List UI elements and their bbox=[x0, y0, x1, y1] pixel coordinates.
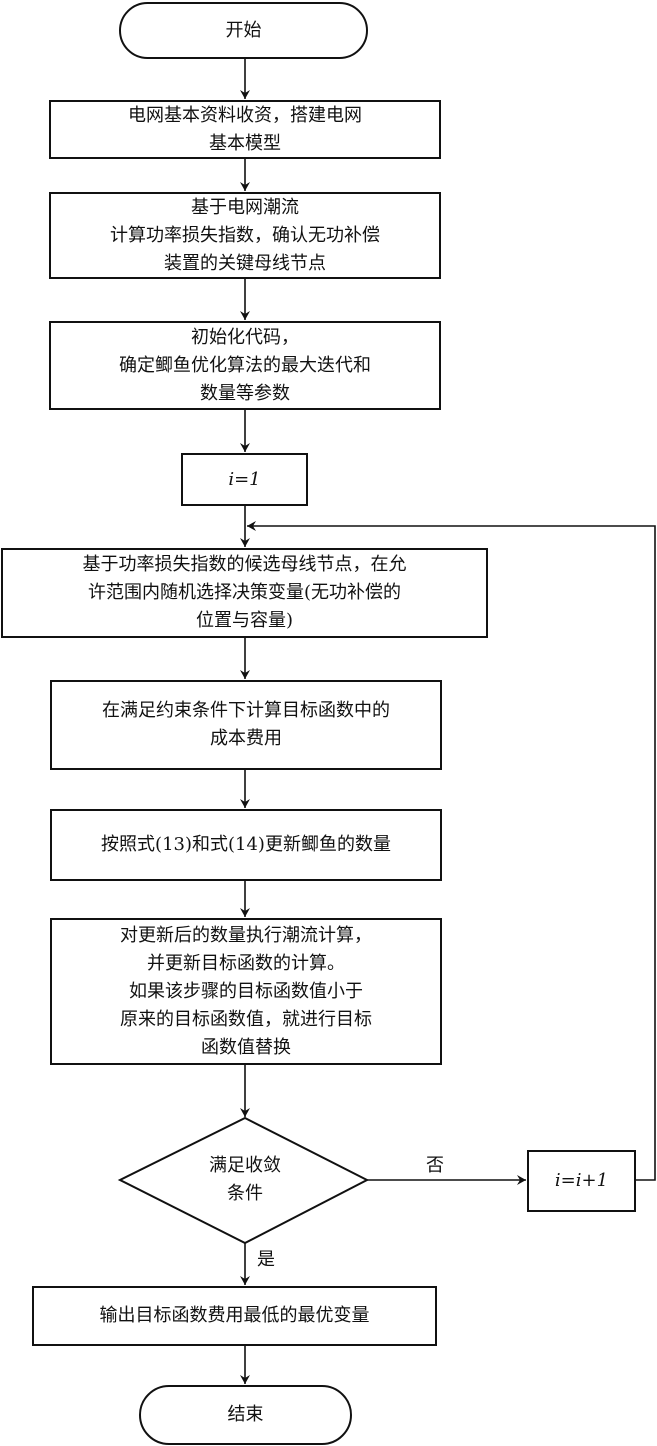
step-text-line: 确定鲫鱼优化算法的最大迭代和 bbox=[119, 354, 371, 376]
step-collect: 电网基本资料收资，搭建电网 基本模型 bbox=[49, 100, 441, 159]
step-text-line: 初始化代码， bbox=[191, 326, 299, 348]
decision-diamond bbox=[117, 1116, 370, 1245]
step-text-line: 装置的关键母线节点 bbox=[164, 252, 326, 274]
step-cost: 在满足约束条件下计算目标函数中的 成本费用 bbox=[50, 680, 442, 770]
step-init: 初始化代码， 确定鲫鱼优化算法的最大迭代和 数量等参数 bbox=[49, 321, 441, 410]
step-text-line: 电网基本资料收资，搭建电网 bbox=[128, 104, 362, 126]
no-label: 否 bbox=[426, 1155, 444, 1176]
step-text-line: 在满足约束条件下计算目标函数中的 bbox=[102, 700, 390, 721]
end-label: 结束 bbox=[227, 1404, 264, 1425]
step-text-line: 函数值替换 bbox=[201, 1036, 291, 1058]
output-label: 输出目标函数费用最低的最优变量 bbox=[99, 1305, 370, 1326]
end-terminal: 结束 bbox=[139, 1385, 352, 1445]
step-random-select: 基于功率损失指数的候选母线节点，在允 许范围内随机选择决策变量(无功补偿的 位置… bbox=[1, 548, 488, 638]
loop-back-line bbox=[247, 521, 656, 1181]
step-power-flow: 基于电网潮流 计算功率损失指数，确认无功补偿 装置的关键母线节点 bbox=[49, 192, 441, 279]
step-output: 输出目标函数费用最低的最优变量 bbox=[32, 1286, 437, 1346]
step-text-line: 按照式(13)和式(14)更新鲫鱼的数量 bbox=[101, 834, 391, 855]
step-evaluate: 对更新后的数量执行潮流计算， 并更新目标函数的计算。 如果该步骤的目标函数值小于… bbox=[50, 918, 442, 1065]
step-text-line: 原来的目标函数值，就进行目标 bbox=[120, 1008, 372, 1030]
step-text-line: 计算功率损失指数，确认无功补偿 bbox=[110, 224, 380, 246]
decision-text-line: 满足收敛 bbox=[209, 1155, 281, 1176]
step-text-line: i=1 bbox=[228, 468, 261, 490]
step-text-line: 许范围内随机选择决策变量(无功补偿的 bbox=[87, 582, 402, 603]
step-text-line: 基本模型 bbox=[209, 132, 281, 154]
step-text-line: 位置与容量) bbox=[195, 610, 294, 631]
decision-text-line: 条件 bbox=[227, 1183, 263, 1204]
start-terminal: 开始 bbox=[119, 2, 368, 59]
step-text-line: 如果该步骤的目标函数值小于 bbox=[129, 980, 363, 1002]
increment-label: i=i+1 bbox=[554, 1170, 609, 1191]
yes-label: 是 bbox=[257, 1249, 275, 1270]
step-i-init: i=1 bbox=[181, 453, 308, 506]
step-increment: i=i+1 bbox=[527, 1150, 636, 1212]
step-text-line: 基于电网潮流 bbox=[191, 196, 299, 218]
step-text-line: 数量等参数 bbox=[200, 382, 290, 404]
step-text-line: 成本费用 bbox=[210, 728, 282, 749]
step-text-line: 对更新后的数量执行潮流计算， bbox=[120, 924, 372, 946]
start-label: 开始 bbox=[225, 19, 262, 41]
step-text-line: 并更新目标函数的计算。 bbox=[147, 952, 345, 974]
decision-label: 满足收敛 条件 bbox=[185, 1152, 305, 1208]
step-update: 按照式(13)和式(14)更新鲫鱼的数量 bbox=[50, 809, 442, 881]
step-text-line: 基于功率损失指数的候选母线节点，在允 bbox=[82, 554, 407, 575]
